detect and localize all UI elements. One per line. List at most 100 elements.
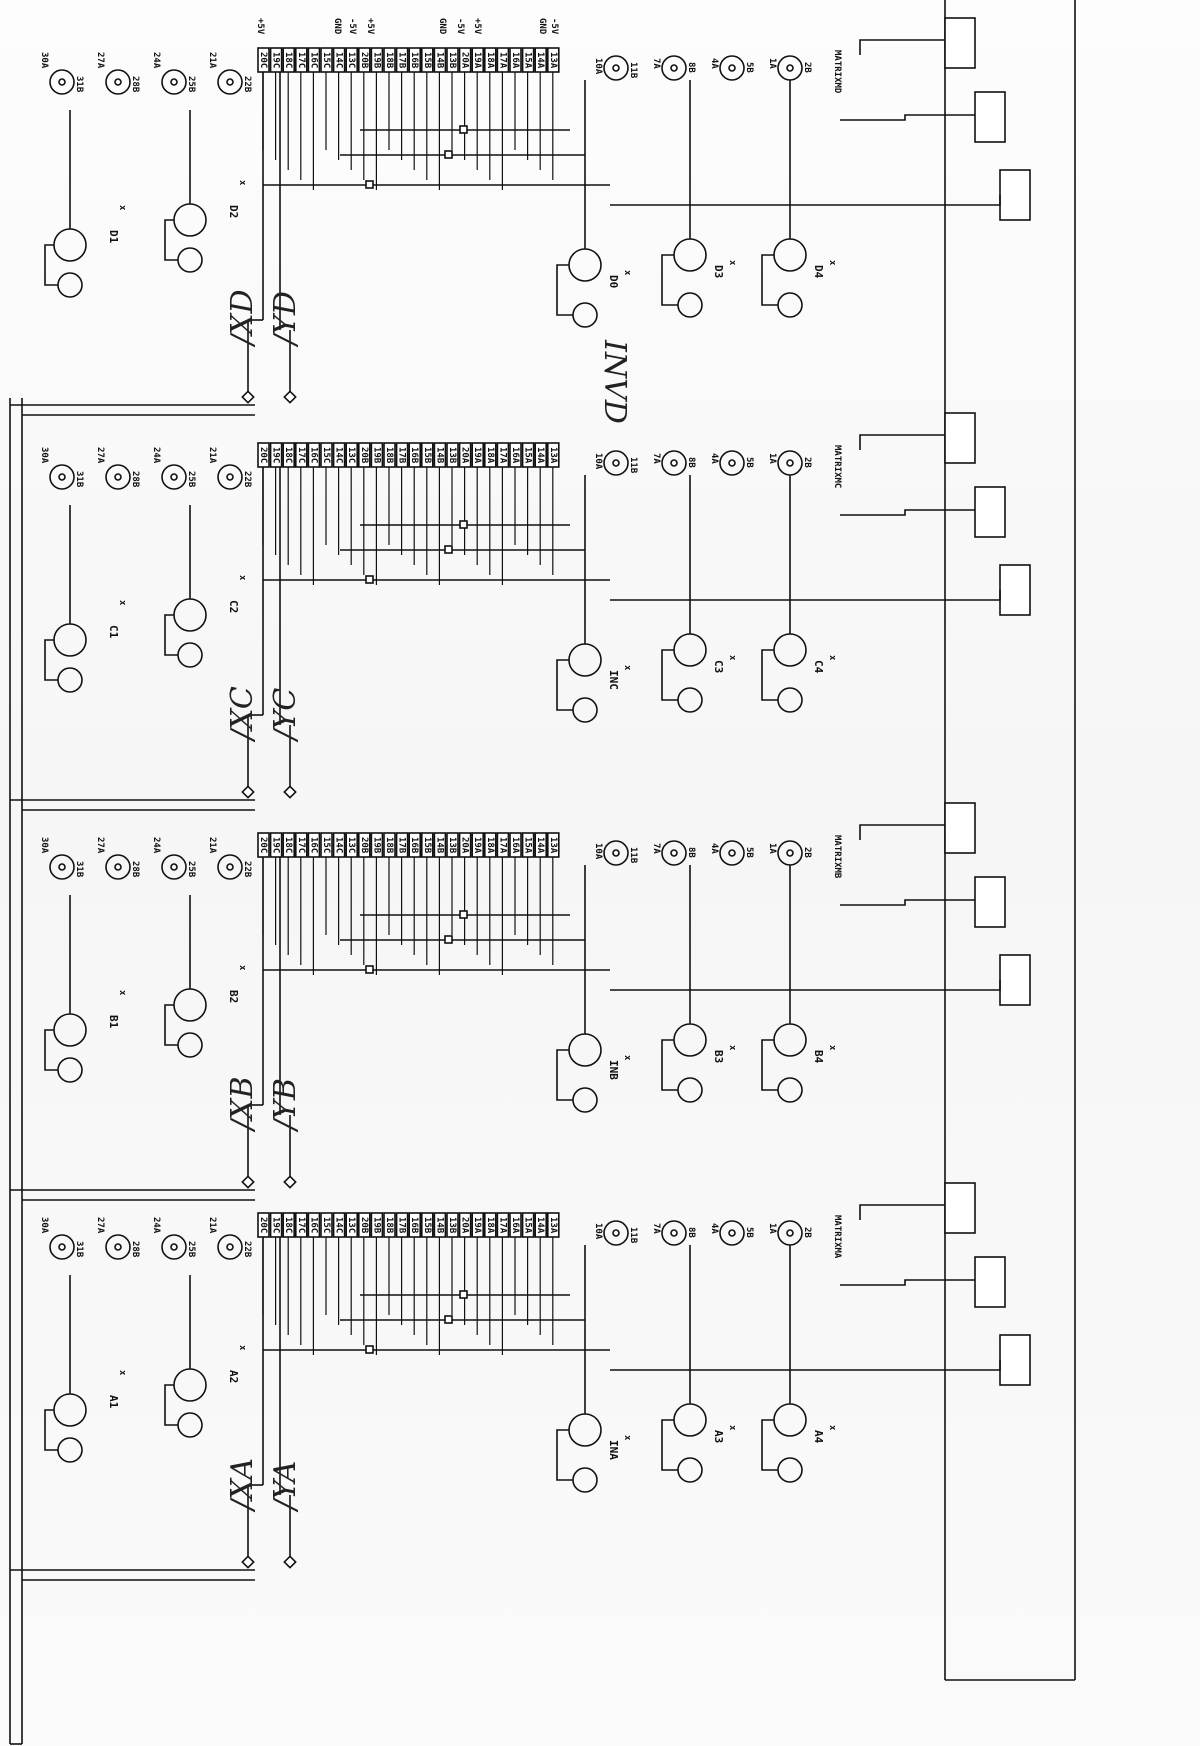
wire [859, 824, 945, 840]
connector-pin-label: 16C [308, 837, 318, 853]
connector-pin-label: 17C [296, 1217, 306, 1233]
node [777, 840, 803, 866]
wire [610, 195, 1001, 206]
connector-pin-label: 14C [334, 447, 344, 463]
sensor-circle [777, 1077, 803, 1103]
sensor-circle [572, 1467, 598, 1493]
sensor-circle [568, 1413, 602, 1447]
sensor-circle [572, 1087, 598, 1113]
connector-pin-label: 13C [346, 837, 356, 853]
node-top: 28B [130, 1241, 140, 1258]
connector-pin-label: 13B [447, 1217, 457, 1234]
junction [365, 180, 374, 189]
node-bottom: 24A [151, 447, 161, 464]
node-bottom: 10A [593, 843, 603, 860]
wire [164, 219, 178, 261]
connector-pin-label: 15B [422, 447, 432, 464]
node-top: 25B [186, 76, 196, 93]
connector-pin-label: 18A [485, 1217, 495, 1234]
sensor-label: B1 [107, 1015, 120, 1029]
connector-pin-label: 14C [334, 52, 344, 68]
sensor-circle [53, 1393, 87, 1427]
connector-pin-label: 17A [497, 1217, 507, 1234]
node-dot [114, 863, 122, 871]
node-top: 5B [744, 62, 754, 73]
terminal [283, 1175, 297, 1189]
junction [459, 125, 468, 134]
node [49, 464, 75, 490]
node [217, 69, 243, 95]
node-bottom: 10A [593, 453, 603, 470]
connector-pin-label: 20B [359, 837, 369, 854]
node [49, 1234, 75, 1260]
junction [459, 1290, 468, 1299]
connector-pin-label: 19B [371, 447, 381, 464]
frame [9, 0, 1076, 1745]
sensor-circle [173, 988, 207, 1022]
node-top: 28B [130, 76, 140, 93]
node-bottom: 1A [767, 58, 777, 69]
matrix-title: MATRIXMD [832, 50, 842, 94]
node-dot [670, 1229, 678, 1237]
junction [444, 935, 453, 944]
node-dot [226, 863, 234, 871]
node-top: 31B [74, 861, 84, 878]
connector-pin-label: 19C [271, 52, 281, 68]
sensor-circle [773, 1023, 807, 1057]
sensor-circle [53, 1013, 87, 1047]
terminal [241, 390, 255, 404]
connector-pin-label: 14B [434, 837, 444, 854]
connector-pin-label: 15A [523, 52, 533, 69]
sensor-circle [677, 1077, 703, 1103]
node-bottom: 21A [207, 1217, 217, 1234]
node [777, 1220, 803, 1246]
node-dot [170, 473, 178, 481]
connector-pin-label: 14A [535, 837, 545, 854]
node-bottom: 4A [709, 843, 719, 854]
node [161, 1234, 187, 1260]
node-bottom: 4A [709, 453, 719, 464]
connector-pin-label: 18B [384, 837, 394, 854]
node-bottom: 1A [767, 1223, 777, 1234]
node-bottom: 24A [151, 1217, 161, 1234]
marker: x [237, 965, 247, 971]
connector-pin-label: 13A [548, 1217, 558, 1234]
connector-pin-label: 19B [371, 52, 381, 69]
connector-pin-label: 18C [283, 52, 293, 68]
sensor-circle [673, 238, 707, 272]
connector-pin-label: 13B [447, 837, 457, 854]
node [217, 854, 243, 880]
supply-label: GND [537, 18, 547, 35]
sensor-circle [677, 1457, 703, 1483]
node [719, 1220, 745, 1246]
sensor-label: A2 [227, 1370, 240, 1383]
marker: x [727, 655, 737, 661]
node [661, 450, 687, 476]
y-label: /YA [268, 1461, 303, 1513]
marker: x [622, 1055, 632, 1061]
node [105, 854, 131, 880]
output-box [999, 169, 1031, 221]
connector-pin-label: 19A [472, 447, 482, 464]
connector-pin-label: 18C [283, 837, 293, 853]
node-top: 25B [186, 861, 196, 878]
sensor-circle [568, 1033, 602, 1067]
sensor-label: A3 [712, 1430, 725, 1443]
node-dot [170, 78, 178, 86]
connector-pin-label: 16B [409, 1217, 419, 1234]
wire [44, 639, 58, 681]
junction [365, 575, 374, 584]
marker: x [237, 575, 247, 581]
sensor-label: INB [607, 1060, 620, 1080]
node-top: 22B [242, 1241, 252, 1258]
node [161, 854, 187, 880]
x-label: /XD [225, 289, 260, 348]
node [603, 450, 629, 476]
node-bottom: 10A [593, 1223, 603, 1240]
connector-pin-label: 15C [321, 52, 331, 68]
wire [556, 264, 573, 316]
node-bottom: 30A [39, 837, 49, 854]
wire [840, 509, 975, 516]
